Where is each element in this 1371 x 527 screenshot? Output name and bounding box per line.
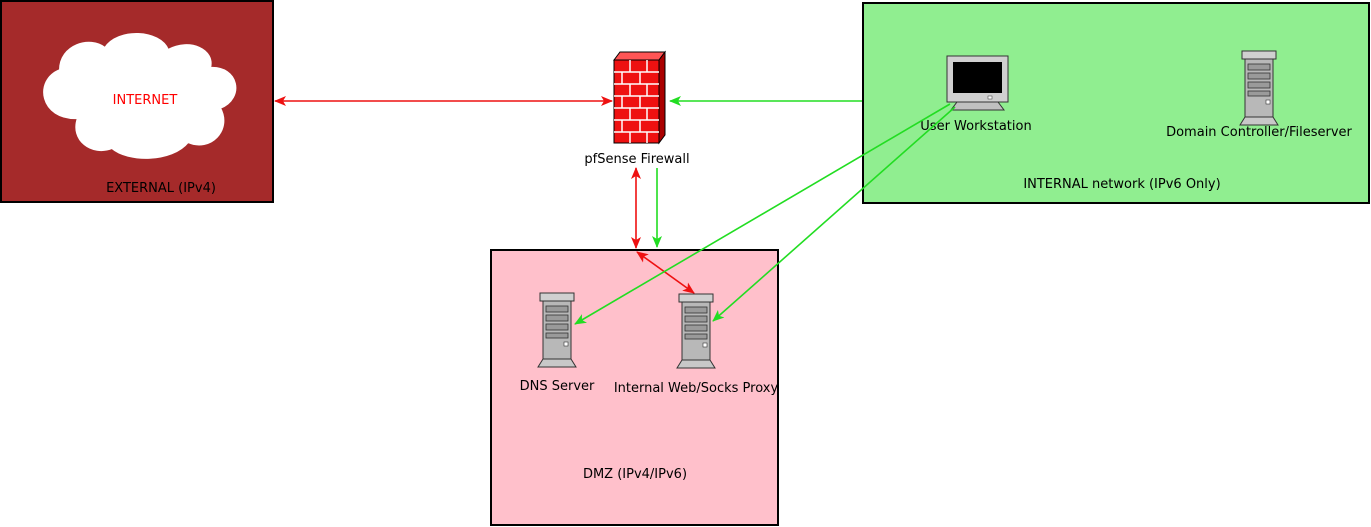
link-dmz-proxy bbox=[636, 251, 695, 294]
dns-server-label: DNS Server bbox=[520, 379, 595, 394]
firewall-label: pfSense Firewall bbox=[584, 152, 689, 167]
proxy-node[interactable]: Internal Web/Socks Proxy bbox=[614, 293, 779, 396]
server-tower-icon bbox=[676, 293, 716, 369]
dmz-zone-label: DMZ (IPv4/IPv6) bbox=[583, 467, 687, 482]
link-workstation-proxy bbox=[712, 106, 956, 322]
proxy-label: Internal Web/Socks Proxy bbox=[614, 381, 779, 396]
internet-cloud-icon bbox=[43, 33, 237, 159]
internal-zone: INTERNAL network (IPv6 Only) bbox=[862, 2, 1370, 204]
server-tower-icon bbox=[537, 292, 577, 368]
brick-firewall-icon bbox=[613, 50, 666, 145]
dns-server-node[interactable]: DNS Server bbox=[520, 292, 595, 394]
link-workstation-dns bbox=[574, 103, 951, 325]
internet-label: INTERNET bbox=[113, 93, 178, 108]
workstation-node[interactable]: User Workstation bbox=[920, 55, 1032, 134]
domain-controller-node[interactable]: Domain Controller/Fileserver bbox=[1166, 50, 1353, 140]
external-zone-label: EXTERNAL (IPv4) bbox=[106, 181, 216, 196]
server-tower-icon bbox=[1239, 50, 1279, 126]
monitor-icon bbox=[946, 55, 1009, 111]
firewall-node[interactable]: pfSense Firewall bbox=[584, 50, 690, 167]
domain-controller-label: Domain Controller/Fileserver bbox=[1166, 125, 1352, 140]
connections bbox=[274, 96, 956, 325]
dmz-zone: DMZ (IPv4/IPv6) bbox=[490, 249, 779, 526]
external-zone: INTERNET EXTERNAL (IPv4) bbox=[0, 0, 274, 203]
internal-zone-box bbox=[862, 2, 1370, 204]
dmz-zone-box bbox=[490, 249, 779, 526]
workstation-label: User Workstation bbox=[920, 119, 1031, 134]
internal-zone-label: INTERNAL network (IPv6 Only) bbox=[1023, 177, 1220, 192]
